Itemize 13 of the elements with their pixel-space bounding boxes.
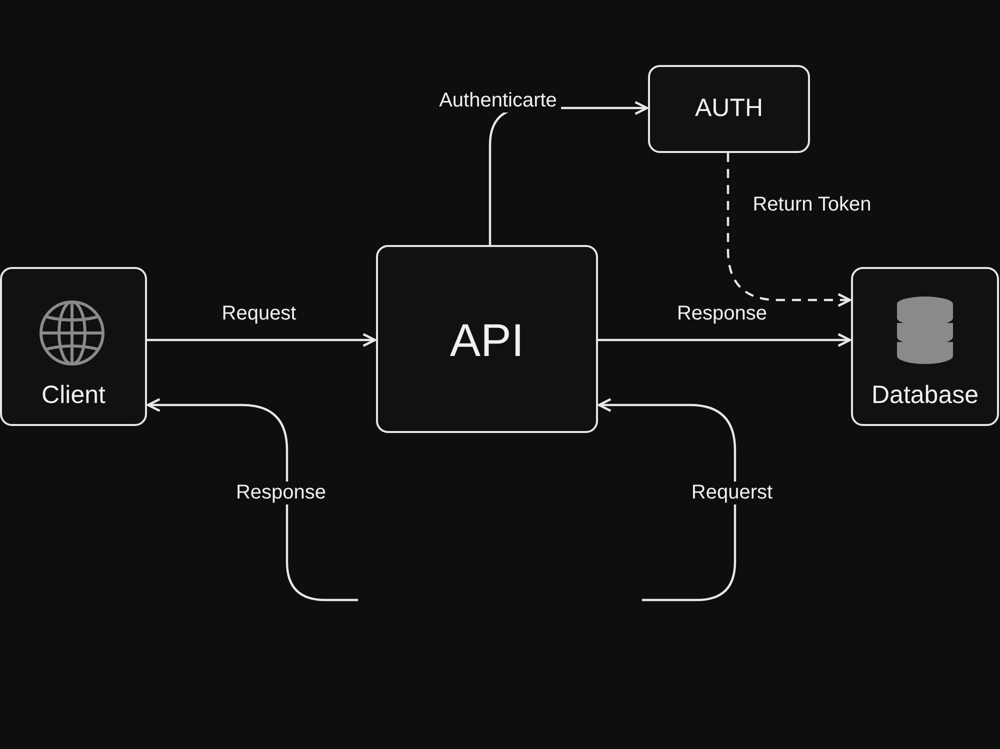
process-box [648, 65, 810, 153]
node-label: Client [40, 381, 106, 410]
arrow [147, 333, 376, 347]
process-box [376, 245, 598, 433]
process-box [0, 267, 147, 426]
arrow [726, 153, 852, 307]
arrow [598, 333, 852, 347]
arrow [146, 398, 358, 602]
process-box [851, 267, 999, 426]
node-label: AUTH [694, 94, 764, 123]
node-label: API [448, 313, 526, 367]
arrow [598, 398, 736, 602]
node-label: Database [870, 381, 980, 410]
